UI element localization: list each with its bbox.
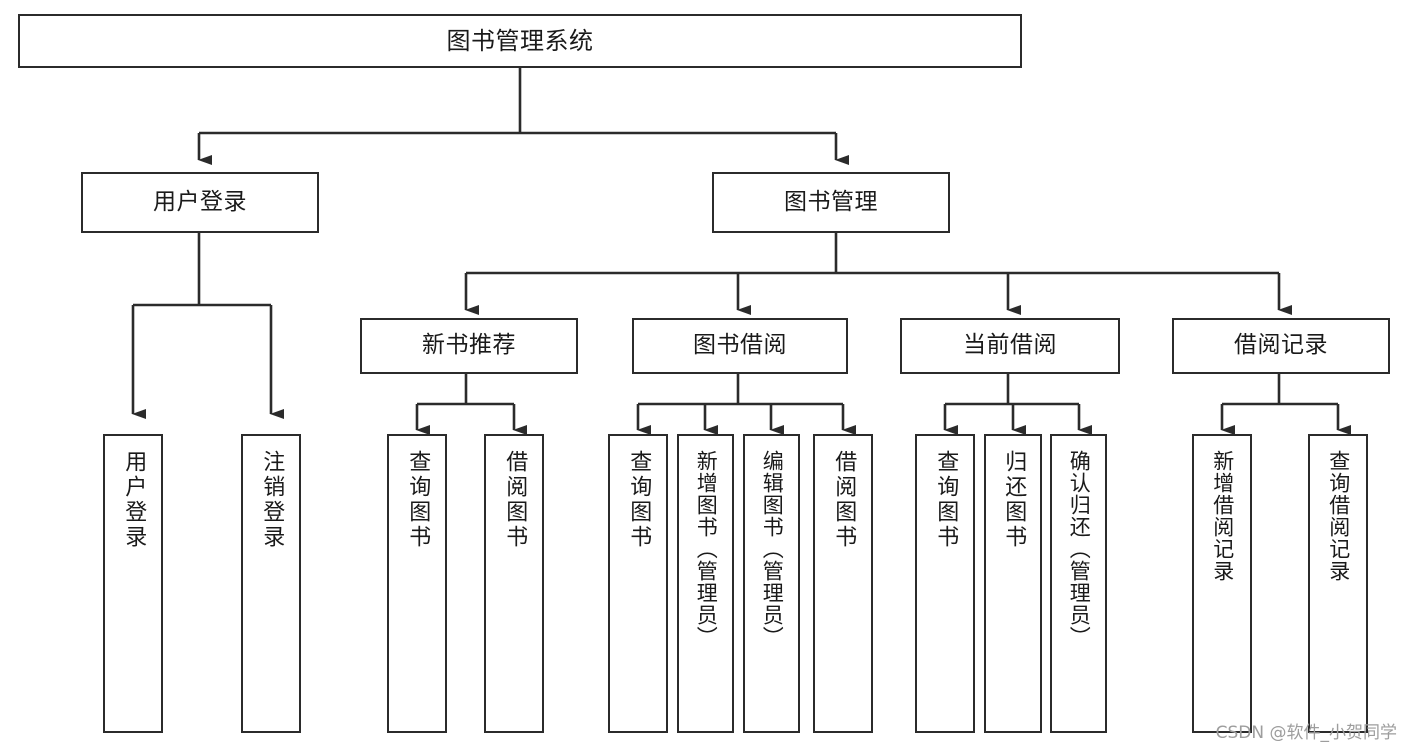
leaf-current-borrow-return[interactable]: 归还图书: [984, 434, 1042, 733]
node-borrow-record[interactable]: 借阅记录: [1172, 318, 1390, 374]
node-label: 图书借阅: [693, 332, 787, 359]
node-label: 借阅图书: [831, 450, 857, 550]
node-label: 图书管理: [784, 188, 878, 215]
node-user-login[interactable]: 用户登录: [81, 172, 319, 233]
node-label: 借阅记录: [1234, 332, 1328, 359]
node-label: 注销登录: [259, 450, 285, 550]
node-label: 确认归还（管理员）: [1067, 450, 1092, 648]
csdn-watermark: CSDN @软件_小贺同学: [1215, 723, 1397, 743]
leaf-book-borrow-add[interactable]: 新增图书（管理员）: [677, 434, 734, 733]
node-label: 查询借阅记录: [1326, 450, 1351, 582]
node-label: 编辑图书（管理员）: [760, 450, 785, 648]
node-label: 归还图书: [1001, 450, 1027, 550]
node-label: 借阅图书: [502, 450, 528, 550]
node-root-system[interactable]: 图书管理系统: [18, 14, 1022, 68]
leaf-user-login-login[interactable]: 用户登录: [103, 434, 163, 733]
leaf-current-borrow-confirm-return[interactable]: 确认归还（管理员）: [1050, 434, 1107, 733]
node-label: 查询图书: [933, 450, 959, 550]
leaf-borrow-record-add[interactable]: 新增借阅记录: [1192, 434, 1252, 733]
node-current-borrow[interactable]: 当前借阅: [900, 318, 1120, 374]
node-label: 新增借阅记录: [1210, 450, 1235, 582]
node-label: 用户登录: [121, 450, 147, 550]
leaf-book-borrow-borrow[interactable]: 借阅图书: [813, 434, 873, 733]
leaf-borrow-record-query[interactable]: 查询借阅记录: [1308, 434, 1368, 733]
leaf-new-book-query[interactable]: 查询图书: [387, 434, 447, 733]
node-label: 查询图书: [626, 450, 652, 550]
node-book-borrow[interactable]: 图书借阅: [632, 318, 848, 374]
node-label: 新书推荐: [422, 332, 516, 359]
node-new-book-recommend[interactable]: 新书推荐: [360, 318, 578, 374]
leaf-current-borrow-query[interactable]: 查询图书: [915, 434, 975, 733]
leaf-book-borrow-query[interactable]: 查询图书: [608, 434, 668, 733]
leaf-book-borrow-edit[interactable]: 编辑图书（管理员）: [743, 434, 800, 733]
node-label: 新增图书（管理员）: [694, 450, 719, 648]
leaf-user-login-logout[interactable]: 注销登录: [241, 434, 301, 733]
node-label: 当前借阅: [963, 332, 1057, 359]
leaf-new-book-borrow[interactable]: 借阅图书: [484, 434, 544, 733]
node-label: 图书管理系统: [446, 26, 594, 55]
node-label: 用户登录: [153, 188, 247, 215]
node-book-management[interactable]: 图书管理: [712, 172, 950, 233]
node-label: 查询图书: [405, 450, 431, 550]
